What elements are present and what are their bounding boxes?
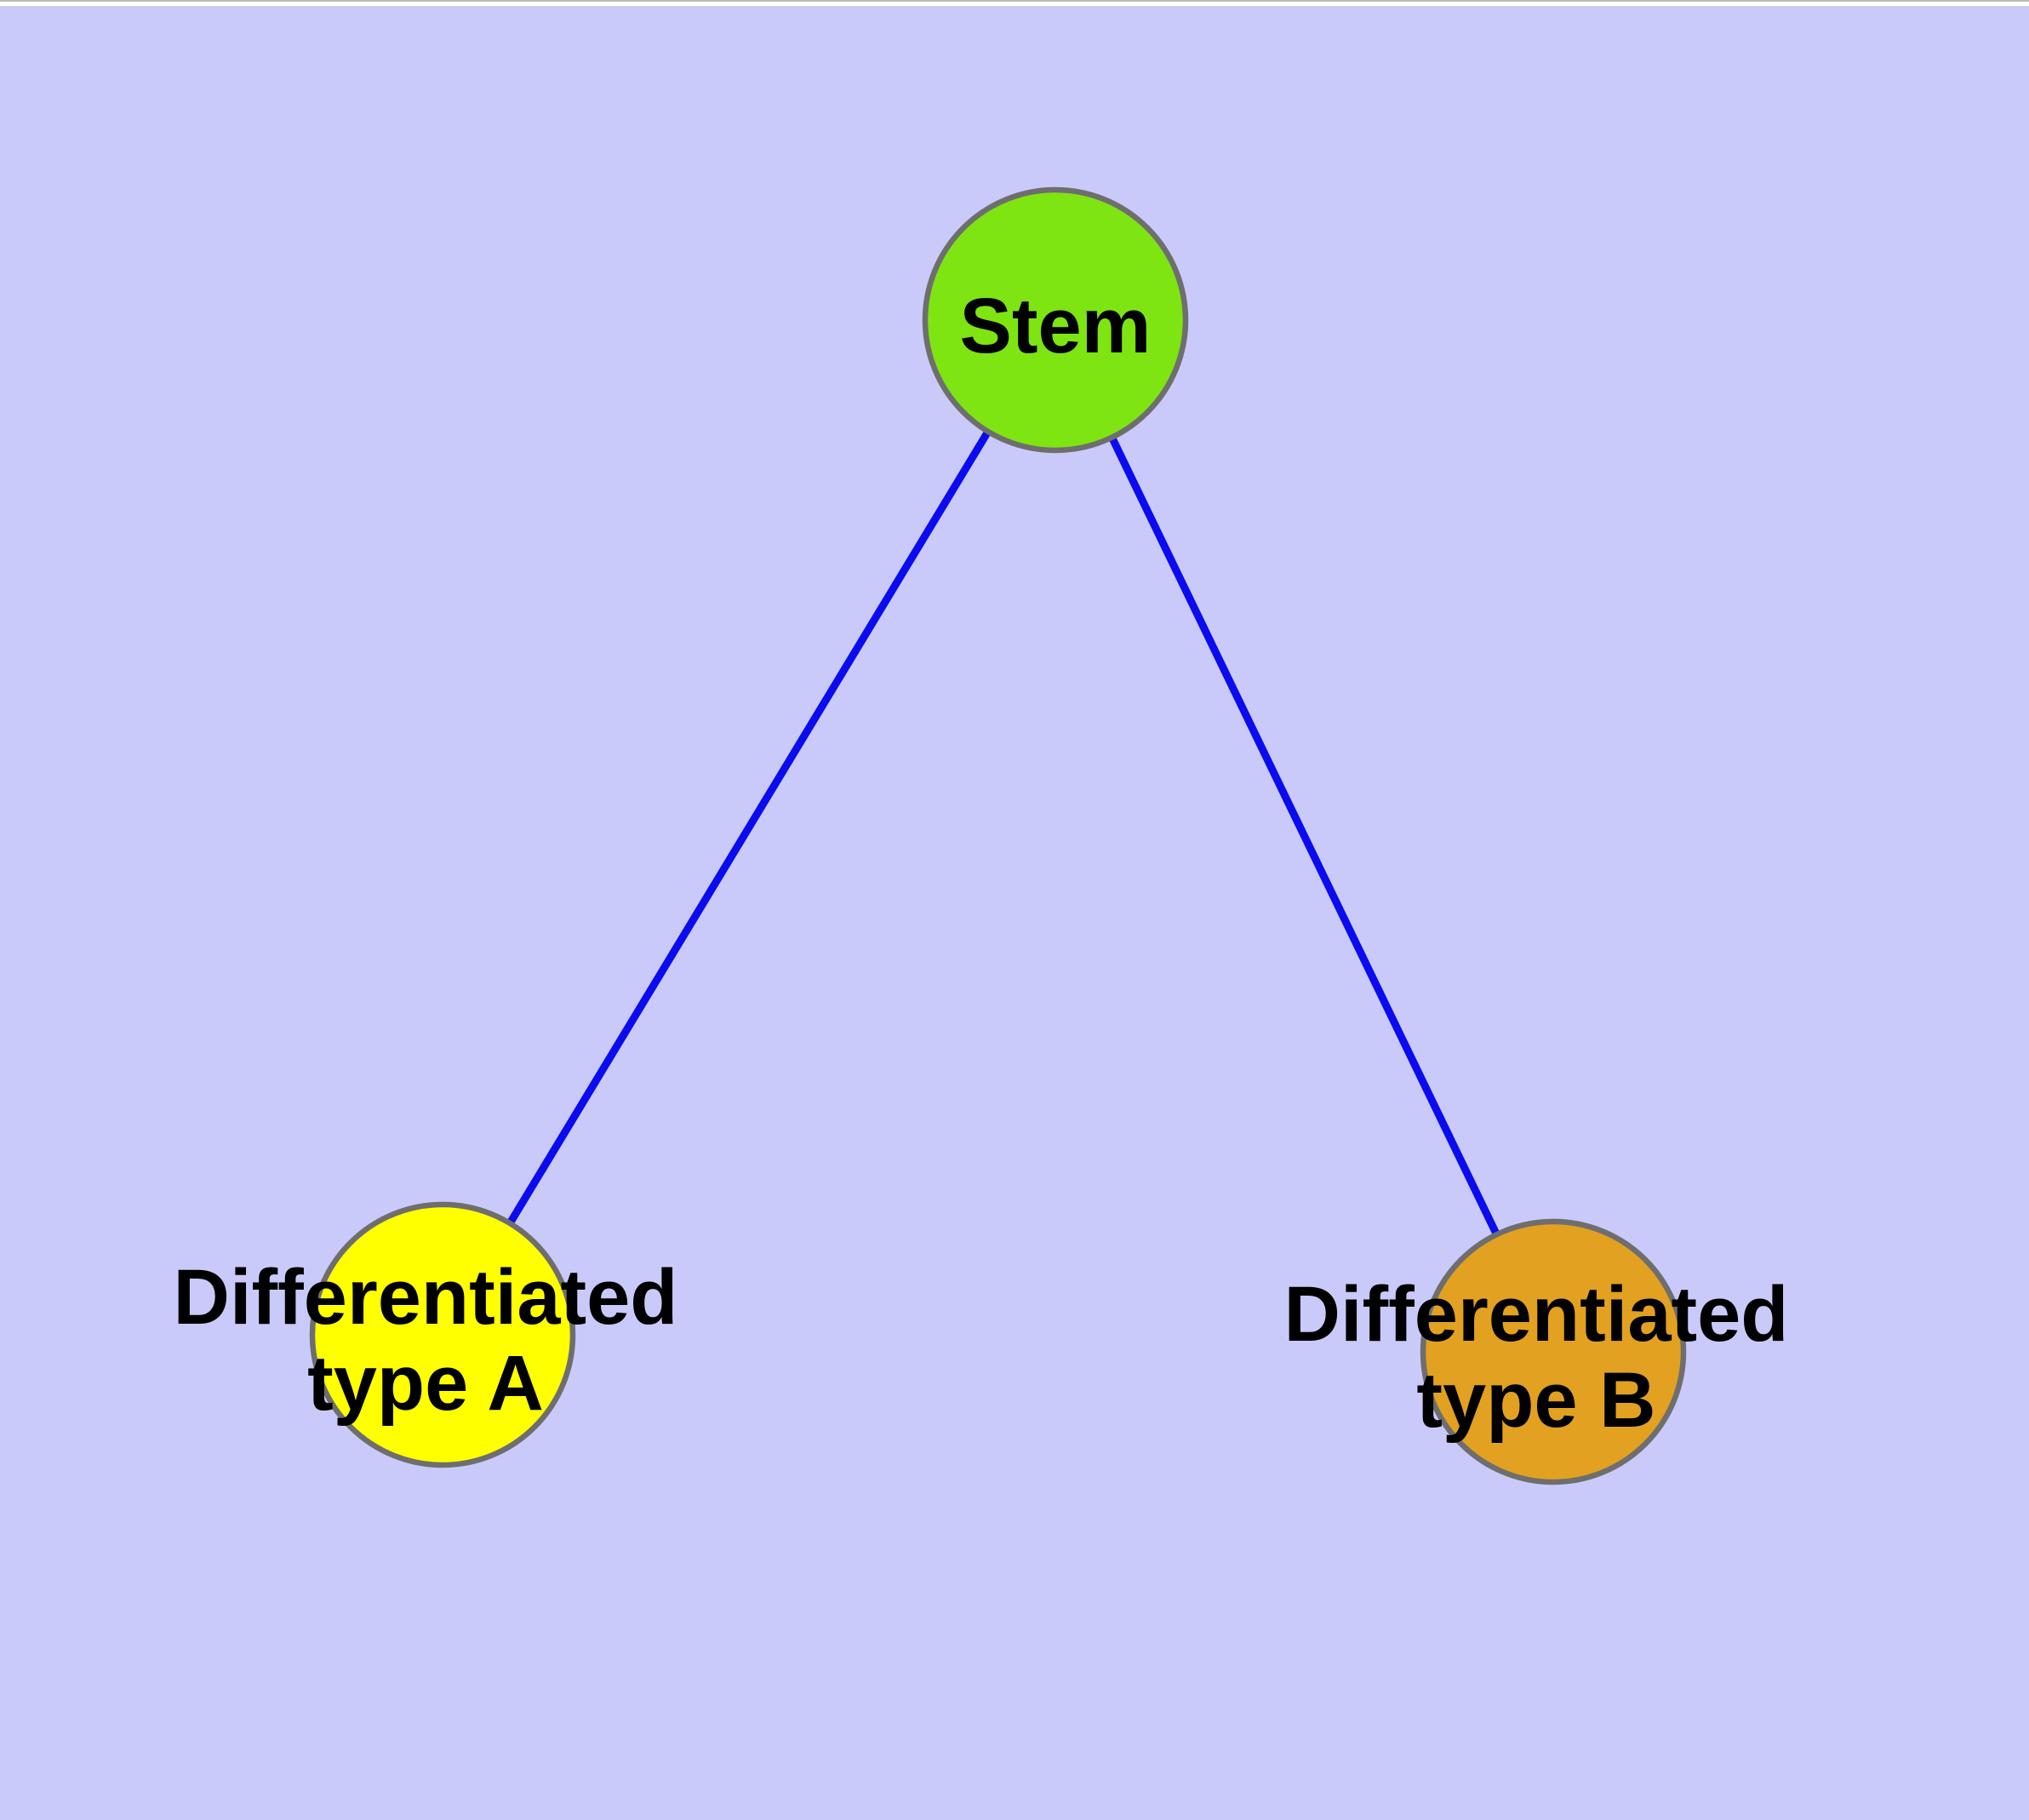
node-type-a-circle (309, 1201, 576, 1468)
node-stem-circle (922, 186, 1189, 454)
top-edge-strip (0, 0, 2029, 6)
edge-stem-to-type-a (439, 318, 1059, 1337)
node-type-b-label-line1: Differentiated (1284, 1271, 1789, 1358)
node-stem-label: Stem (960, 283, 1152, 369)
node-type-a-label-line1: Differentiated (174, 1254, 678, 1341)
node-type-b-label-line2: type B (1416, 1357, 1655, 1444)
edge-stem-to-type-b (1051, 318, 1557, 1354)
node-type-b-circle (1420, 1218, 1687, 1485)
node-type-a-label-line2: type A (307, 1340, 544, 1427)
